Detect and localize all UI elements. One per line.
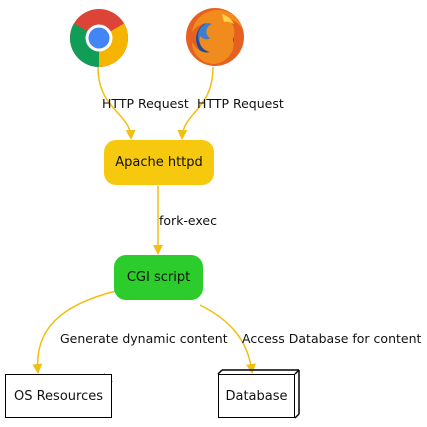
edge-chrome-apache [97, 66, 136, 140]
node-os-resources: OS Resources [5, 374, 112, 418]
edge-label-generate-dynamic-content: Generate dynamic content [60, 331, 228, 346]
node-database: Database [218, 374, 295, 418]
edge-cgi-os [32, 290, 117, 374]
edge-firefox-apache [177, 66, 214, 140]
node-cgi-script: CGI script [114, 255, 203, 300]
node-cgi-label: CGI script [126, 270, 191, 285]
node-apache-label: Apache httpd [115, 155, 203, 170]
edge-cgi-db [199, 304, 256, 374]
edge-label-http-request-2: HTTP Request [197, 96, 284, 111]
edge-label-http-request-1: HTTP Request [102, 96, 189, 111]
node-os-resources-label: OS Resources [13, 388, 103, 404]
database-3d-edges [217, 369, 300, 419]
chrome-icon [70, 9, 128, 67]
firefox-icon [186, 8, 244, 66]
edge-label-fork-exec: fork-exec [159, 213, 217, 228]
node-database-label: Database [225, 388, 288, 404]
node-apache-httpd: Apache httpd [104, 140, 214, 185]
edge-label-access-database: Access Database for content [242, 331, 422, 346]
